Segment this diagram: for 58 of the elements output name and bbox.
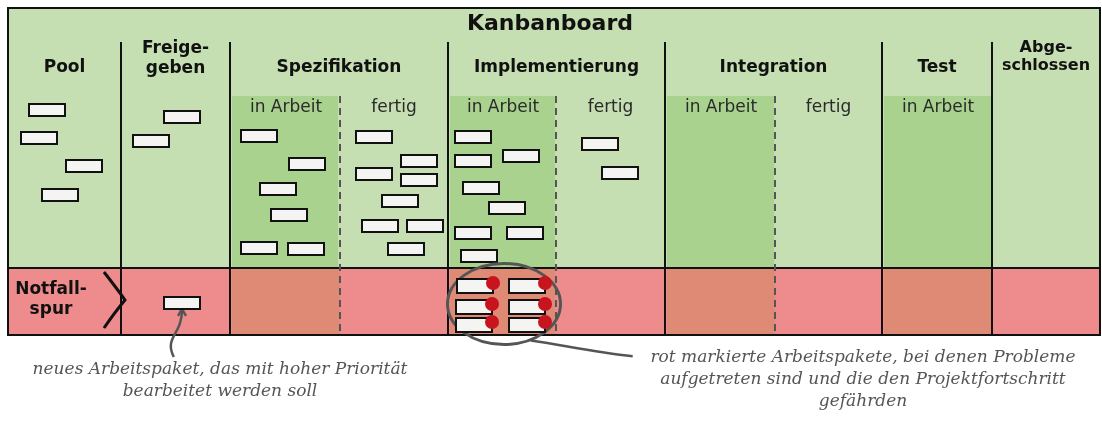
flagged-task-card — [456, 276, 500, 294]
task-card — [454, 226, 492, 240]
task-card — [288, 157, 326, 171]
column-header: Test — [916, 57, 958, 77]
task-card — [400, 154, 438, 168]
task-card — [381, 194, 419, 208]
flagged-task-card — [455, 297, 499, 315]
column-header: Integration — [718, 57, 829, 77]
subcolumn-header: in Arbeit — [248, 97, 324, 117]
task-card — [132, 134, 170, 148]
subcolumn-header: fertig — [370, 97, 418, 117]
annotation-text: neues Arbeitspaket, das mit hoher Priorität bearbeitet werden soll — [10, 357, 430, 413]
flagged-task-card — [508, 315, 552, 333]
annotation-text: rot markierte Arbeitspakete, bei denen Probleme aufgetreten sind und die den Projektfortschritt gefährden — [628, 345, 1098, 415]
subcolumn-header: fertig — [586, 97, 635, 117]
subcolumn-header: fertig — [804, 97, 853, 117]
task-card — [406, 219, 444, 233]
column-header: Pool — [42, 57, 87, 77]
task-card — [502, 149, 540, 163]
task-card — [454, 154, 492, 168]
flagged-task-card — [455, 315, 499, 333]
task-card — [240, 241, 278, 255]
task-card — [454, 130, 492, 144]
task-card — [506, 226, 544, 240]
column-header: Freige- geben — [141, 38, 210, 78]
leader-line — [530, 339, 633, 358]
task-card — [20, 131, 58, 145]
task-card — [270, 208, 308, 222]
task-card — [65, 159, 103, 173]
task-card — [41, 188, 79, 202]
task-card — [400, 173, 438, 187]
board-title: Kanbanboard — [465, 10, 635, 36]
task-card — [361, 219, 399, 233]
task-card — [387, 242, 425, 256]
task-card — [287, 242, 325, 256]
task-card — [355, 167, 393, 181]
task-card — [163, 110, 201, 124]
flagged-task-card — [508, 276, 552, 294]
task-card — [28, 103, 66, 117]
subcolumn-header: in Arbeit — [683, 97, 759, 117]
task-card — [240, 129, 278, 143]
task-card — [601, 166, 639, 180]
leader-line — [169, 307, 187, 358]
column-header: Spezifikation — [275, 57, 403, 77]
subcolumn-header: in Arbeit — [900, 97, 976, 117]
subcolumn-header: in Arbeit — [465, 97, 541, 117]
lane-label: Notfall- spur — [14, 279, 88, 319]
highlight-ellipse — [446, 262, 562, 346]
task-card — [460, 249, 498, 263]
task-card — [488, 201, 526, 215]
task-card — [259, 182, 297, 196]
task-card — [355, 130, 393, 144]
column-header: Abge- schlossen — [1000, 38, 1092, 75]
task-card — [462, 181, 500, 195]
task-card — [163, 296, 201, 310]
column-header: Implementierung — [472, 57, 641, 77]
task-card — [581, 137, 619, 151]
flagged-task-card — [508, 297, 552, 315]
